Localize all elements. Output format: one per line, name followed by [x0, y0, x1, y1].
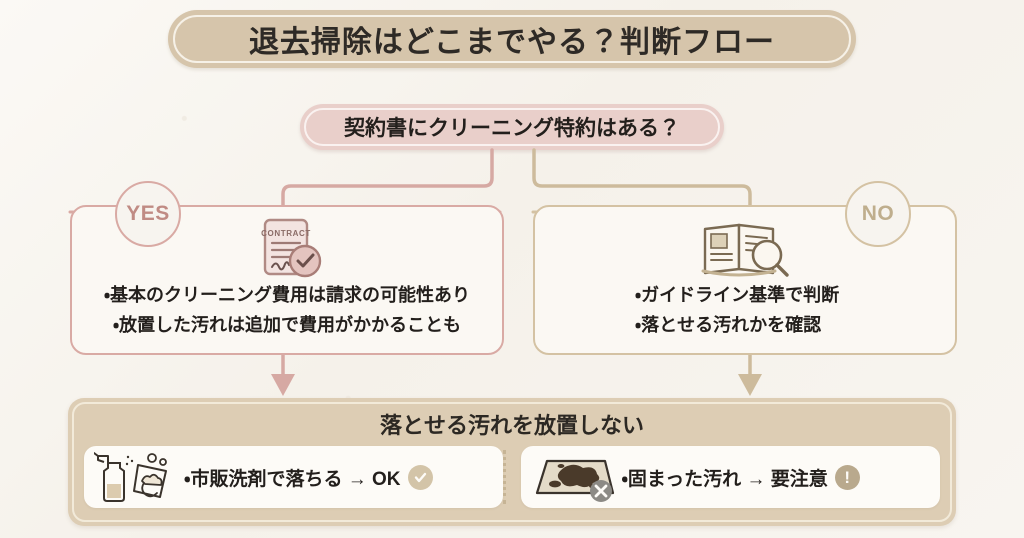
conclusion-items-row: ・市販洗剤で落ちる → OK — [84, 446, 940, 508]
branch-badge-no-label: NO — [861, 202, 895, 225]
branch-no-list: ・ガイドライン基準で判断 ・落とせる汚れかを確認 — [535, 281, 955, 337]
conclusion-item-ok: ・市販洗剤で落ちる → OK — [84, 446, 503, 508]
decision-question-text: 契約書にクリーニング特約はある？ — [344, 117, 680, 140]
page-title: 退去掃除はどこまでやる？判断フロー — [248, 26, 776, 59]
list-item: ・落とせる汚れかを確認 — [635, 315, 822, 335]
branch-yes-list: ・基本のクリーニング費用は請求の可能性あり ・放置した汚れは追加で費用がかかるこ… — [72, 281, 502, 337]
contract-document-icon: CONTRACT — [72, 215, 502, 281]
decision-question-inner-frame: 契約書にクリーニング特約はある？ — [304, 108, 720, 146]
spray-bottle-cloth-icon — [94, 451, 178, 503]
conclusion-item-warning-text-row: ・固まった汚れ → 要注意 ! — [621, 464, 860, 491]
open-book-magnifier-icon — [535, 215, 955, 281]
list-item: ・基本のクリーニング費用は請求の可能性あり — [103, 285, 471, 305]
conclusion-panel: 落とせる汚れを放置しない — [68, 398, 956, 526]
conclusion-heading: 落とせる汚れを放置しない — [379, 413, 644, 438]
stained-floor-icon — [531, 451, 615, 503]
list-item: ・放置した汚れは追加で費用がかかることも — [112, 315, 462, 335]
list-item: ・ガイドライン基準で判断 — [635, 285, 840, 305]
conclusion-item-ok-text: ・市販洗剤で落ちる → OK — [184, 468, 401, 490]
branch-badge-no: NO — [845, 181, 911, 247]
svg-text:CONTRACT: CONTRACT — [261, 229, 311, 238]
exclamation-glyph: ! — [844, 467, 851, 487]
conclusion-item-ok-text-row: ・市販洗剤で落ちる → OK — [184, 464, 433, 491]
conclusion-items-divider — [502, 450, 522, 504]
page-title-banner: 退去掃除はどこまでやる？判断フロー — [168, 10, 856, 68]
exclamation-circle-icon: ! — [834, 464, 860, 490]
conclusion-item-warning: ・固まった汚れ → 要注意 ! — [521, 446, 940, 508]
conclusion-panel-frame — [72, 402, 952, 522]
check-circle-icon — [407, 464, 433, 490]
page-title-inner-frame: 退去掃除はどこまでやる？判断フロー — [173, 15, 851, 63]
decision-question-banner: 契約書にクリーニング特約はある？ — [300, 104, 724, 150]
branch-badge-yes-label: YES — [126, 202, 170, 225]
branch-badge-yes: YES — [115, 181, 181, 247]
conclusion-item-warning-text: ・固まった汚れ → 要注意 — [621, 468, 828, 490]
